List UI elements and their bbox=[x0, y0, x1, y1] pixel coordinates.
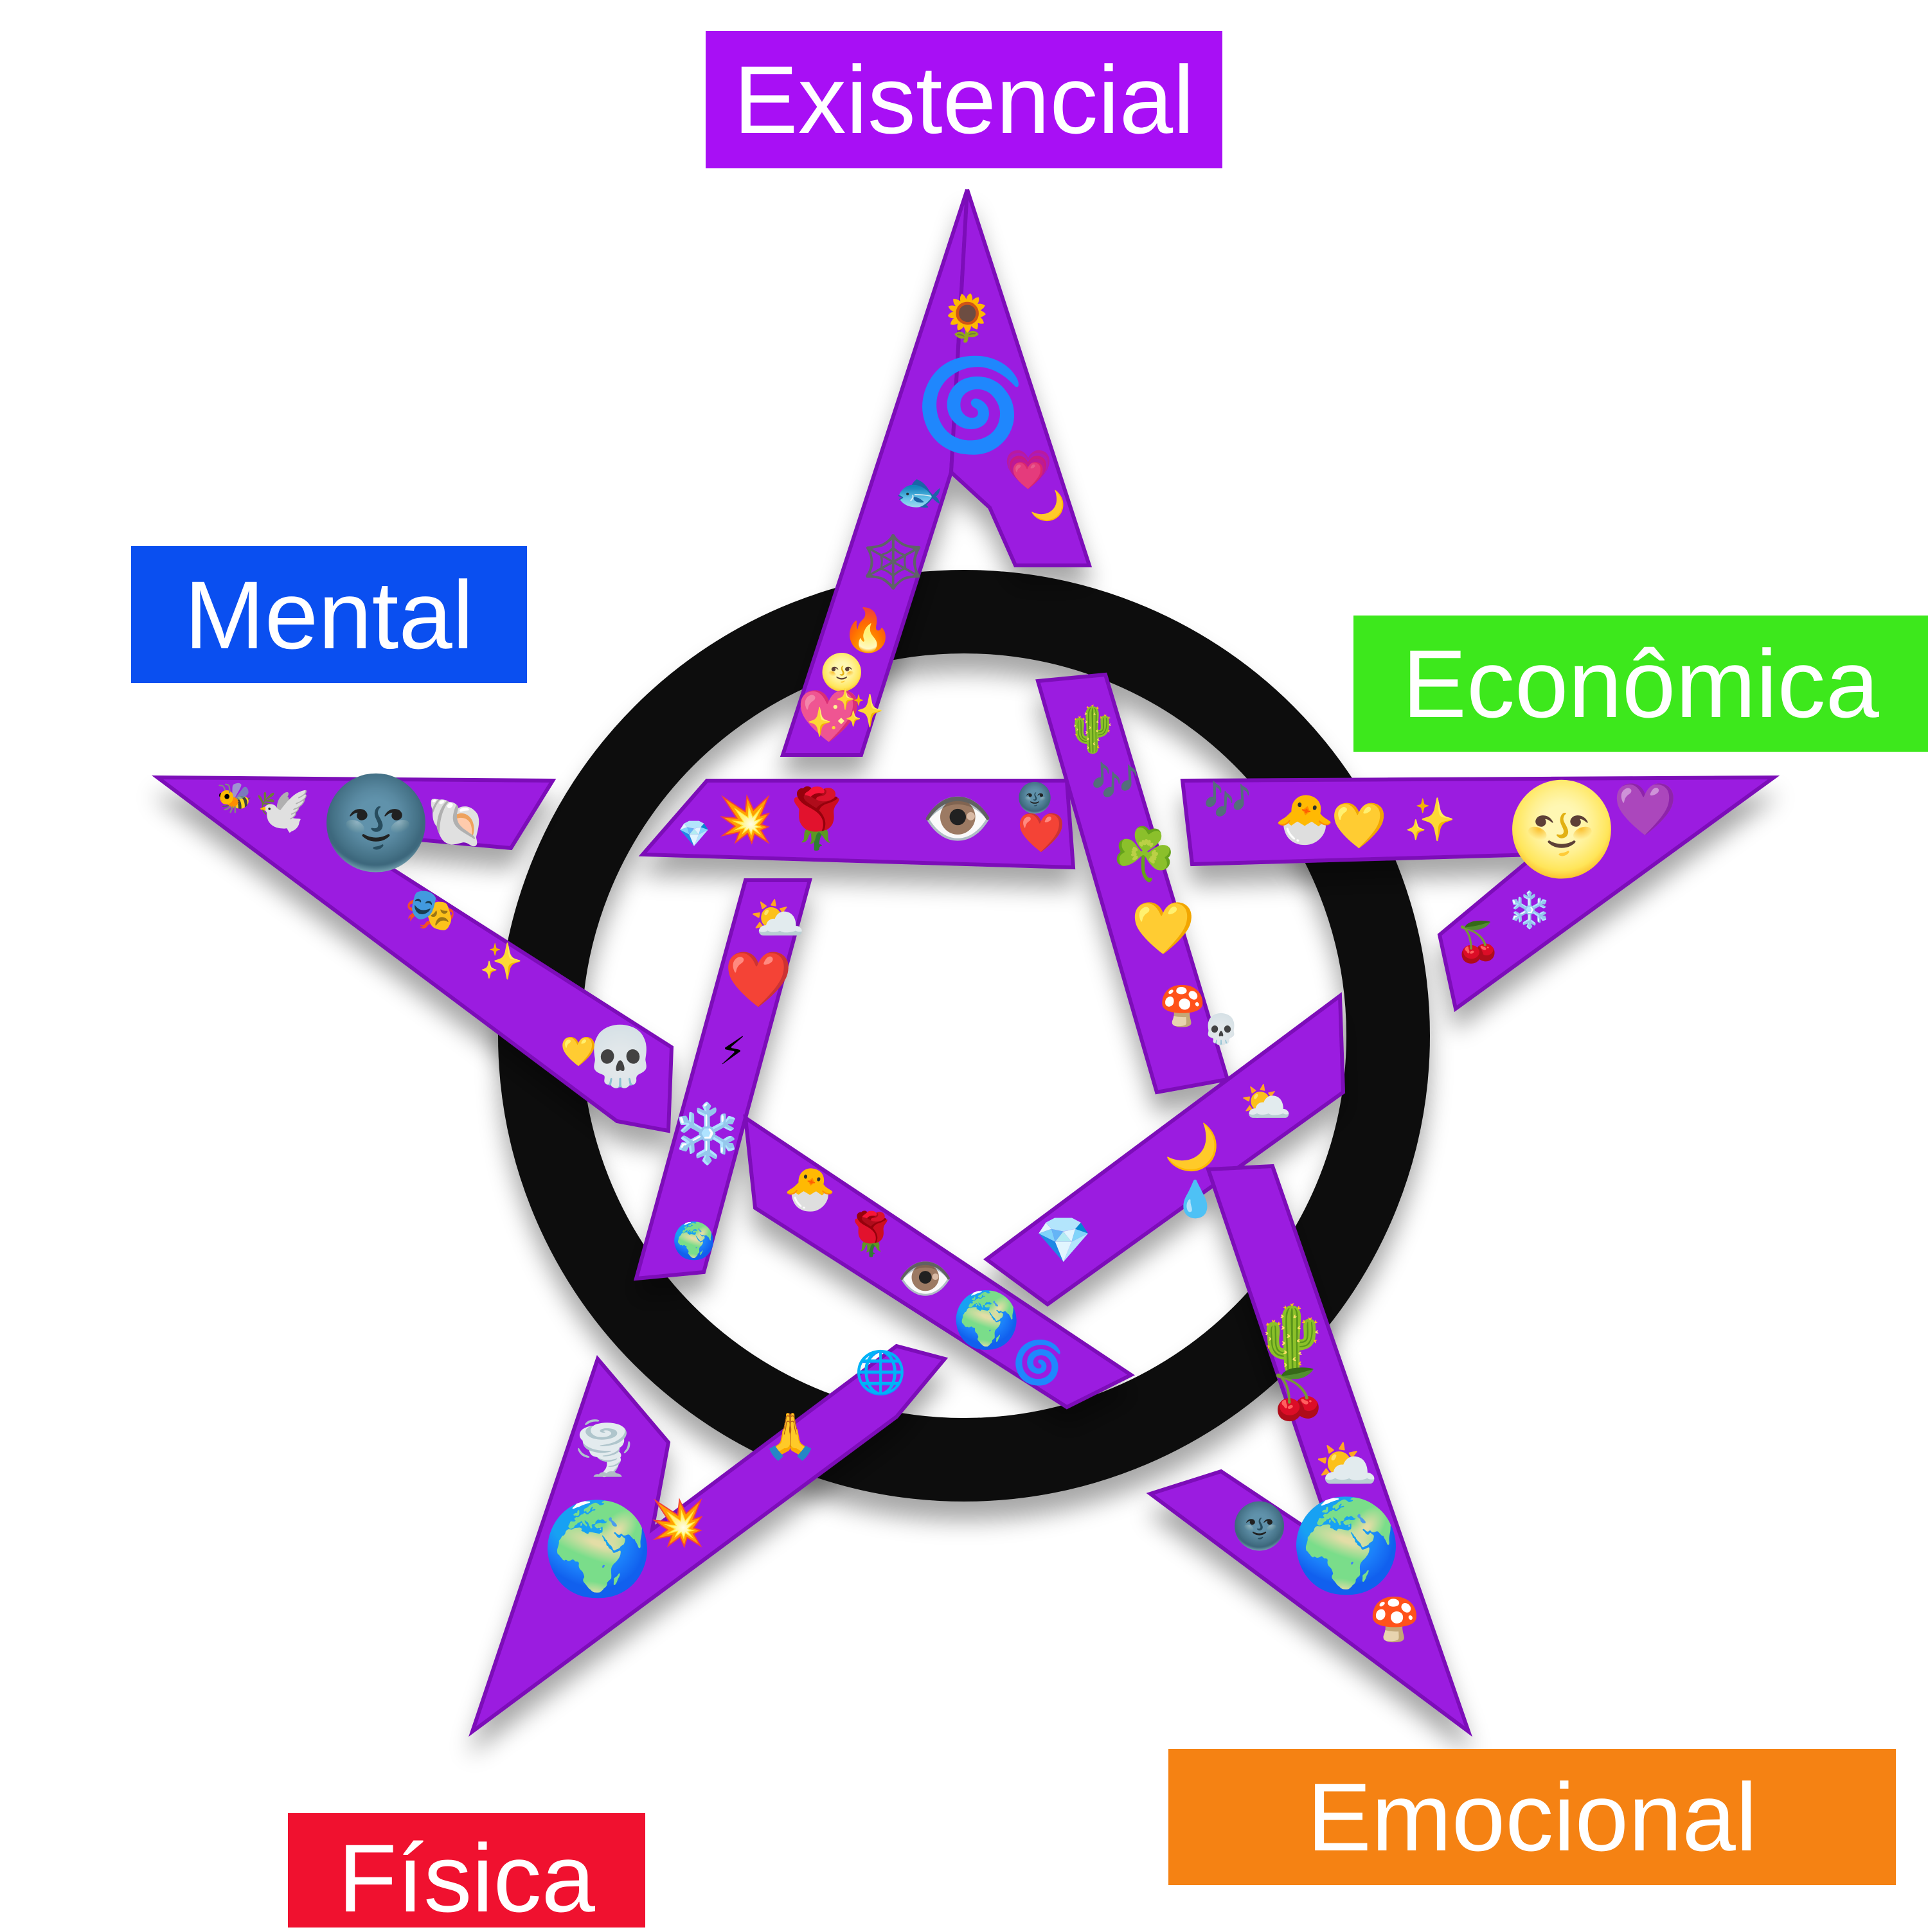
emoji-left-diag-0: ⛅ bbox=[749, 892, 805, 945]
top-arm-right bbox=[949, 189, 1093, 567]
emoji-center-bar-3: ❤️ bbox=[1017, 811, 1066, 856]
emoji-right-arm-3: ✨ bbox=[1404, 796, 1456, 844]
inner-cross-1 bbox=[743, 1113, 1135, 1410]
emoji-right-arm-7: 🍒 bbox=[1454, 920, 1503, 965]
emoji-left-diag-3: ❄️ bbox=[671, 1100, 743, 1167]
emoji-top-0: 🌻 bbox=[939, 292, 995, 344]
emoji-inner-cross-7: 🌙 bbox=[1164, 1121, 1220, 1174]
emoji-right-diag-2: ☘️ bbox=[1112, 824, 1176, 884]
emoji-center-bar-5: 💎 bbox=[678, 819, 710, 849]
emoji-center-bar-0: 💥 bbox=[717, 793, 773, 846]
pentagram-star bbox=[151, 189, 1780, 1737]
emoji-left-arm-2: 🌚 bbox=[320, 771, 432, 876]
emoji-left-diag-4: 🌍 bbox=[672, 1220, 716, 1261]
label-fisica: Física bbox=[288, 1813, 645, 1928]
emoji-top-9: ✨ bbox=[844, 693, 884, 730]
emoji-bottom-left-0: 🌐 bbox=[855, 1349, 907, 1397]
emoji-inner-cross-3: 🌍 bbox=[952, 1288, 1021, 1352]
emoji-bottom-left-4: 🌪️ bbox=[572, 1418, 636, 1479]
emoji-left-diag-1: ❤️ bbox=[724, 948, 793, 1011]
emoji-top-2: 🐟 bbox=[895, 470, 943, 515]
emoji-decorations: 🌻🌀🐟💗🌙🕸️🔥🌝💖✨💥🌹👁️❤️🌚💎🐝🕊️🌚🐚🎭💀✨💛🎶🐣💛✨🌝💜❄️🍒⛅❤️… bbox=[217, 292, 1677, 1644]
emoji-top-5: 🕸️ bbox=[861, 532, 925, 592]
emoji-right-diag-1: 🎶 bbox=[1091, 759, 1139, 804]
emoji-inner-cross-4: 🌀 bbox=[1012, 1338, 1064, 1387]
emoji-top-6: 🔥 bbox=[842, 607, 894, 655]
emoji-left-arm-7: 💛 bbox=[560, 1034, 597, 1068]
emoji-bottom-right-0: 🌵 bbox=[1252, 1300, 1332, 1376]
left-arm bbox=[151, 775, 674, 1133]
emoji-top-8: 💖 bbox=[797, 686, 861, 746]
emoji-bottom-right-5: 🍄 bbox=[1369, 1596, 1421, 1644]
emoji-bottom-right-4: 🌍 bbox=[1290, 1494, 1402, 1599]
emoji-left-arm-6: ✨ bbox=[479, 941, 523, 982]
emoji-inner-cross-8: ⛅ bbox=[1240, 1079, 1292, 1127]
emoji-center-bar-1: 🌹 bbox=[780, 784, 852, 853]
emoji-right-arm-1: 🐣 bbox=[1274, 791, 1334, 847]
emoji-top-1: 🌀 bbox=[915, 351, 1026, 458]
label-existencial: Existencial bbox=[706, 31, 1222, 168]
emoji-bottom-right-1: 🍒 bbox=[1268, 1366, 1328, 1423]
emoji-left-diag-2: ⚡ bbox=[719, 1029, 746, 1074]
emoji-left-arm-1: 🕊️ bbox=[254, 783, 310, 836]
emoji-inner-cross-0: 🐣 bbox=[784, 1165, 836, 1214]
label-mental: Mental bbox=[131, 546, 527, 683]
emoji-bottom-left-2: 🌍 bbox=[542, 1497, 654, 1602]
emoji-inner-cross-1: 🌹 bbox=[845, 1209, 897, 1259]
left-diag bbox=[633, 878, 812, 1281]
emoji-bottom-left-1: 🙏 bbox=[762, 1410, 818, 1462]
emoji-right-arm-4: 🌝 bbox=[1506, 777, 1618, 882]
emoji-bottom-right-2: ⛅ bbox=[1314, 1435, 1379, 1494]
emoji-left-arm-5: 💀 bbox=[584, 1023, 656, 1090]
emoji-left-arm-0: 🐝 bbox=[217, 781, 253, 815]
emoji-left-arm-3: 🐚 bbox=[426, 794, 486, 851]
emoji-right-diag-3: 💛 bbox=[1131, 898, 1195, 958]
emoji-right-diag-5: 💀 bbox=[1203, 1012, 1239, 1046]
center-bar bbox=[638, 779, 1076, 870]
emoji-inner-cross-2: 👁️ bbox=[897, 1252, 953, 1305]
bottom-left-arm bbox=[469, 1343, 949, 1737]
emoji-top-4: 🌙 bbox=[1030, 488, 1066, 523]
emoji-left-arm-4: 🎭 bbox=[405, 886, 457, 934]
emoji-bottom-left-3: 💥 bbox=[650, 1496, 706, 1550]
label-emocional: Emocional bbox=[1168, 1749, 1896, 1885]
bottom-right-arm bbox=[1146, 1164, 1473, 1737]
emoji-right-arm-0: 🎶 bbox=[1204, 779, 1252, 824]
emoji-right-diag-0: 🌵 bbox=[1064, 703, 1120, 756]
emoji-center-bar-4: 🌚 bbox=[1017, 781, 1053, 815]
emoji-right-arm-5: 💜 bbox=[1613, 779, 1677, 839]
inner-cross-2 bbox=[983, 992, 1346, 1307]
emoji-bottom-right-3: 🌚 bbox=[1231, 1500, 1287, 1552]
emoji-center-bar-2: 👁️ bbox=[922, 785, 994, 853]
emoji-right-arm-6: ❄️ bbox=[1508, 889, 1551, 930]
emoji-inner-cross-6: 💎 bbox=[1035, 1214, 1091, 1266]
emoji-right-diag-4: 🍄 bbox=[1159, 984, 1207, 1029]
emoji-right-arm-2: 💛 bbox=[1331, 799, 1388, 852]
emoji-top-3: 💗 bbox=[1004, 448, 1053, 493]
emoji-inner-cross-5: 💧 bbox=[1174, 1178, 1217, 1219]
emoji-top-7: 🌝 bbox=[820, 651, 864, 693]
right-arm bbox=[1180, 775, 1780, 1013]
label-economica: Econômica bbox=[1353, 616, 1928, 752]
